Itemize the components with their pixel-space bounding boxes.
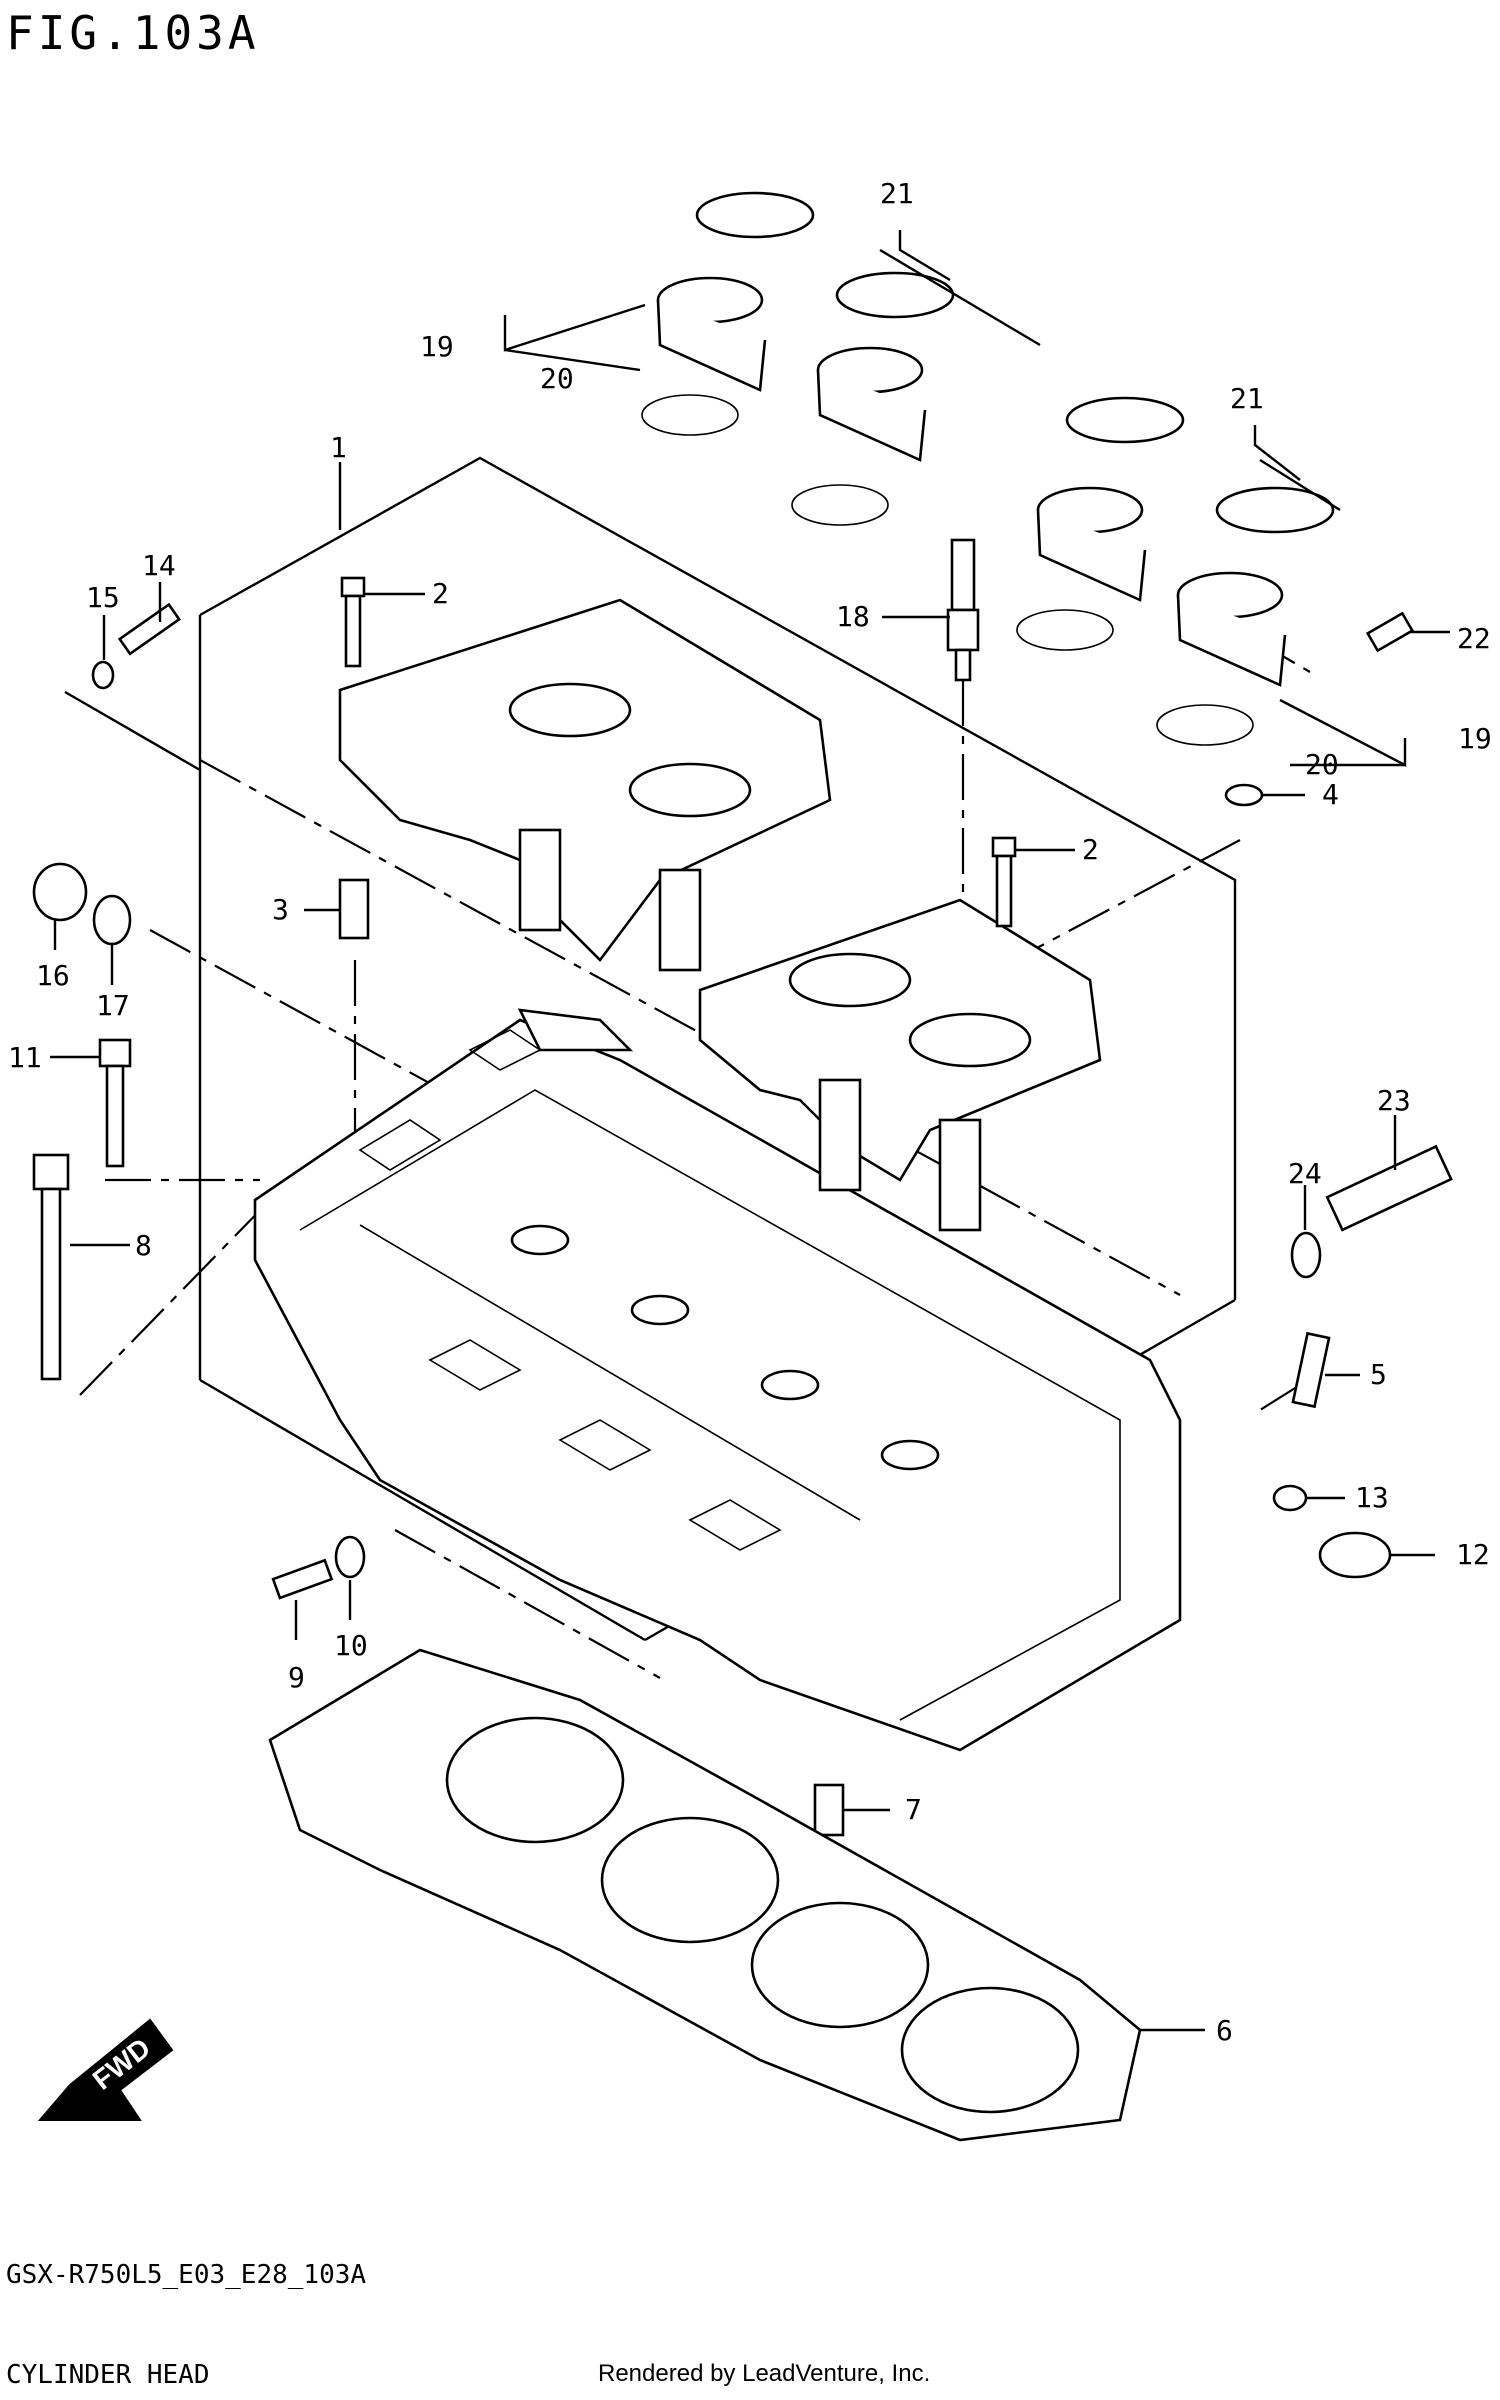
callout-18: 18 bbox=[836, 600, 870, 633]
callout-8: 8 bbox=[135, 1229, 152, 1262]
pipe-5 bbox=[1291, 1331, 1331, 1409]
washer-10 bbox=[334, 1535, 366, 1579]
washer-13 bbox=[1272, 1484, 1308, 1512]
callout-labels: 1 2 2 3 4 5 6 7 8 9 10 11 12 13 14 15 16… bbox=[8, 177, 1492, 2047]
callout-5: 5 bbox=[1370, 1358, 1387, 1391]
cylinder-head-body bbox=[253, 1008, 1182, 1752]
callout-24: 24 bbox=[1288, 1157, 1322, 1190]
figure-title: FIG.103A bbox=[6, 6, 260, 60]
callout-17: 17 bbox=[96, 989, 130, 1022]
intake-insulator-group-right bbox=[1016, 396, 1341, 746]
diagram-code: GSX-R750L5_E03_E28_103A bbox=[6, 2260, 367, 2290]
callout-9: 9 bbox=[288, 1661, 305, 1694]
callout-16: 16 bbox=[36, 959, 70, 992]
callout-4: 4 bbox=[1322, 778, 1339, 811]
callout-21b: 21 bbox=[1230, 382, 1264, 415]
washer-4 bbox=[1224, 783, 1264, 807]
assembly-name: CYLINDER HEAD bbox=[6, 2360, 210, 2390]
callout-13: 13 bbox=[1355, 1481, 1389, 1514]
gasket-12 bbox=[1318, 1531, 1392, 1579]
callout-23: 23 bbox=[1377, 1084, 1411, 1117]
leader-lines bbox=[50, 230, 1450, 2032]
intake-insulator-group-left bbox=[641, 191, 1041, 526]
bolt-9 bbox=[271, 1558, 334, 1600]
callout-15: 15 bbox=[86, 581, 120, 614]
forward-direction-arrow: FWD bbox=[37, 2018, 174, 2121]
bolt-2a bbox=[340, 576, 366, 668]
plug-16 bbox=[32, 862, 88, 922]
dowel-pin-7 bbox=[813, 1783, 845, 1837]
spark-plug-18 bbox=[946, 538, 980, 682]
callout-19a: 19 bbox=[420, 330, 454, 363]
gasket-17 bbox=[92, 894, 132, 946]
screw-22 bbox=[1365, 611, 1415, 653]
bolt-11 bbox=[98, 1038, 132, 1168]
fitting-14 bbox=[117, 602, 181, 656]
callout-22: 22 bbox=[1457, 622, 1491, 655]
render-credit: Rendered by LeadVenture, Inc. bbox=[598, 2360, 931, 2387]
callout-21a: 21 bbox=[880, 177, 914, 210]
callout-20b: 20 bbox=[1305, 748, 1339, 781]
callout-19b: 19 bbox=[1458, 722, 1492, 755]
bolt-2b bbox=[991, 836, 1017, 928]
callout-1: 1 bbox=[330, 431, 347, 464]
washer-15 bbox=[91, 660, 115, 690]
cylinder-head-gasket bbox=[268, 1648, 1142, 2142]
intake-cover-left bbox=[338, 598, 832, 972]
callout-14: 14 bbox=[142, 549, 176, 582]
callout-7: 7 bbox=[905, 1793, 922, 1826]
callout-6: 6 bbox=[1216, 2014, 1233, 2047]
callout-12: 12 bbox=[1456, 1538, 1490, 1571]
callout-11: 11 bbox=[8, 1041, 42, 1074]
callout-10: 10 bbox=[334, 1629, 368, 1662]
dowel-pin-3 bbox=[338, 878, 370, 940]
callout-2a: 2 bbox=[432, 577, 449, 610]
intake-cover-right bbox=[698, 898, 1102, 1232]
gasket-24 bbox=[1290, 1231, 1322, 1279]
sensor-23 bbox=[1325, 1144, 1453, 1232]
bolt-8 bbox=[32, 1153, 70, 1381]
callout-20a: 20 bbox=[540, 362, 574, 395]
callout-3: 3 bbox=[272, 893, 289, 926]
callout-2b: 2 bbox=[1082, 833, 1099, 866]
